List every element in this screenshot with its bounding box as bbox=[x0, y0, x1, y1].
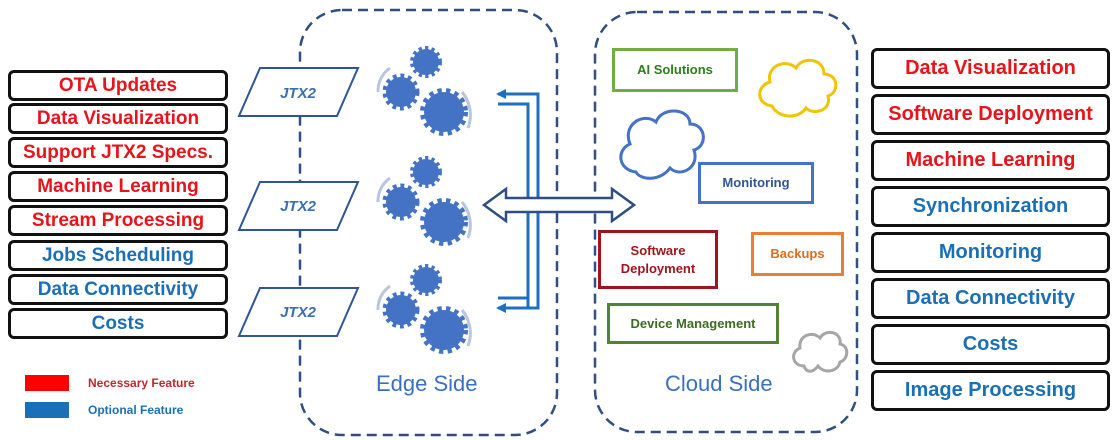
left-feature-item: Machine Learning bbox=[8, 171, 228, 202]
monitoring-box: Monitoring bbox=[698, 162, 814, 204]
gear-cluster-icon-3 bbox=[376, 264, 472, 354]
right-feature-item: Costs bbox=[871, 324, 1110, 365]
jtx2-device-1: JTX2 bbox=[237, 67, 360, 117]
jtx2-device-2: JTX2 bbox=[237, 181, 360, 231]
ai-solutions-box: AI Solutions bbox=[612, 48, 738, 92]
edge-distribution-arrows bbox=[496, 89, 540, 313]
left-feature-item: Costs bbox=[8, 308, 228, 339]
right-feature-item: Monitoring bbox=[871, 232, 1110, 273]
right-feature-item: Synchronization bbox=[871, 186, 1110, 227]
software-deployment-box: Software Deployment bbox=[598, 230, 718, 289]
gear-cluster-icon-1 bbox=[376, 46, 472, 136]
device-management-box: Device Management bbox=[607, 303, 779, 344]
legend-optional-swatch bbox=[25, 402, 69, 418]
right-feature-item: Data Visualization bbox=[871, 48, 1110, 89]
gear-cluster-icon-2 bbox=[376, 156, 472, 246]
svg-text:JTX2: JTX2 bbox=[280, 304, 317, 321]
left-feature-item: OTA Updates bbox=[8, 70, 228, 101]
cloud-icon-gray bbox=[792, 330, 849, 373]
svg-text:JTX2: JTX2 bbox=[280, 85, 317, 102]
jtx2-device-3: JTX2 bbox=[237, 287, 360, 337]
backups-box: Backups bbox=[751, 232, 844, 276]
left-feature-item: Data Connectivity bbox=[8, 274, 228, 305]
software-deployment-label: Software Deployment bbox=[620, 242, 696, 276]
right-feature-item: Image Processing bbox=[871, 370, 1110, 411]
legend-necessary-swatch bbox=[25, 375, 69, 391]
cloud-icon-blue bbox=[619, 109, 705, 180]
legend-necessary-label: Necessary Feature bbox=[88, 376, 195, 390]
left-feature-item: Jobs Scheduling bbox=[8, 240, 228, 271]
svg-text:JTX2: JTX2 bbox=[280, 198, 317, 215]
double-arrow-icon bbox=[481, 186, 637, 224]
left-feature-item: Stream Processing bbox=[8, 205, 228, 236]
left-feature-item: Data Visualization bbox=[8, 103, 228, 134]
right-feature-item: Machine Learning bbox=[871, 140, 1110, 181]
cloud-side-label: Cloud Side bbox=[665, 371, 773, 396]
right-feature-item: Data Connectivity bbox=[871, 278, 1110, 319]
edge-side-panel bbox=[298, 8, 559, 437]
left-feature-item: Support JTX2 Specs. bbox=[8, 137, 228, 168]
legend-optional-label: Optional Feature bbox=[88, 403, 184, 417]
edge-side-label: Edge Side bbox=[376, 371, 478, 396]
right-feature-item: Software Deployment bbox=[871, 94, 1110, 135]
cloud-side-panel bbox=[593, 10, 859, 434]
cloud-icon-yellow bbox=[758, 58, 838, 118]
